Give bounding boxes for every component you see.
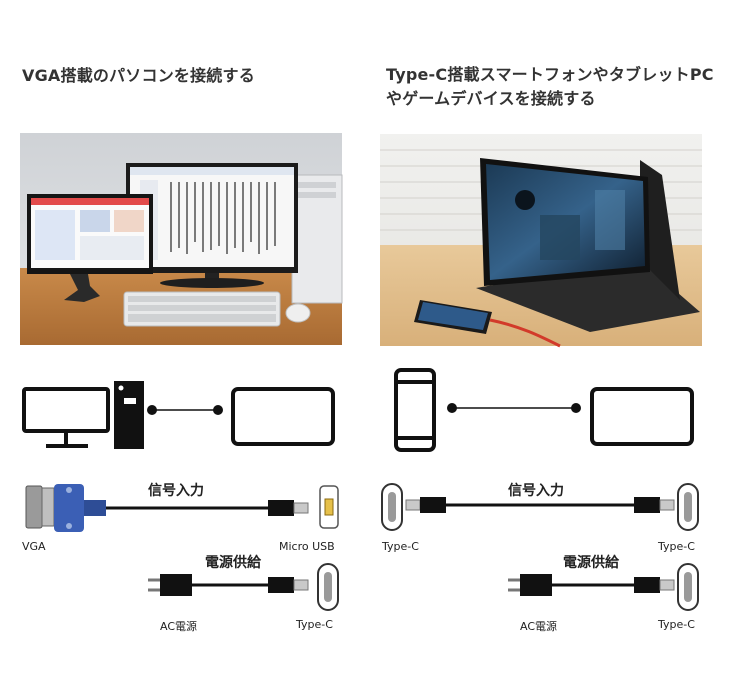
connection-line-right (447, 403, 581, 413)
desktop-pc-icon (22, 387, 110, 448)
type-c-port-icon-left (317, 563, 339, 611)
monitor-icon-right (590, 387, 694, 446)
left-microusb-label: Micro USB (279, 540, 335, 553)
type-c-port-icon-right-src (381, 483, 403, 531)
right-dst-typec-label: Type-C (658, 540, 695, 553)
type-c-port-icon-right-dst (677, 483, 699, 531)
left-signal-label: 信号入力 (148, 483, 204, 499)
left-vga-label: VGA (22, 540, 46, 553)
left-heading: VGA搭載のパソコンを接続する (22, 66, 255, 85)
left-power-label: 電源供給 (205, 555, 261, 571)
type-c-plug-icon-right-dst (634, 497, 675, 513)
smartphone-icon (394, 368, 436, 452)
ac-plug-icon-right (508, 574, 552, 596)
connection-line-left (147, 405, 223, 415)
monitor-icon-left (231, 387, 335, 446)
type-c-plug-icon-right-src (405, 497, 446, 513)
pc-tower-icon (114, 381, 144, 449)
type-c-plug-icon-right-power (634, 577, 675, 593)
right-heading-line1: Type-C搭載スマートフォンやタブレットPC (386, 65, 714, 84)
left-typec-label: Type-C (296, 618, 333, 631)
portable-monitor-photo (380, 134, 702, 348)
right-heading-line2: やゲームデバイスを接続する (386, 89, 596, 108)
right-ac-label: AC電源 (520, 620, 558, 633)
type-c-port-icon-right-power (677, 563, 699, 611)
pc-setup-photo (20, 133, 343, 345)
right-signal-label: 信号入力 (508, 483, 564, 499)
right-power-label: 電源供給 (563, 555, 619, 571)
left-ac-label: AC電源 (160, 620, 198, 633)
right-power-typec-label: Type-C (658, 618, 695, 631)
type-c-plug-icon-left (268, 577, 309, 593)
vga-connector-icon (25, 484, 106, 532)
micro-usb-port-icon (319, 485, 339, 529)
micro-usb-plug-icon (268, 500, 309, 516)
right-src-typec-label: Type-C (382, 540, 419, 553)
ac-plug-icon-left (148, 574, 192, 596)
